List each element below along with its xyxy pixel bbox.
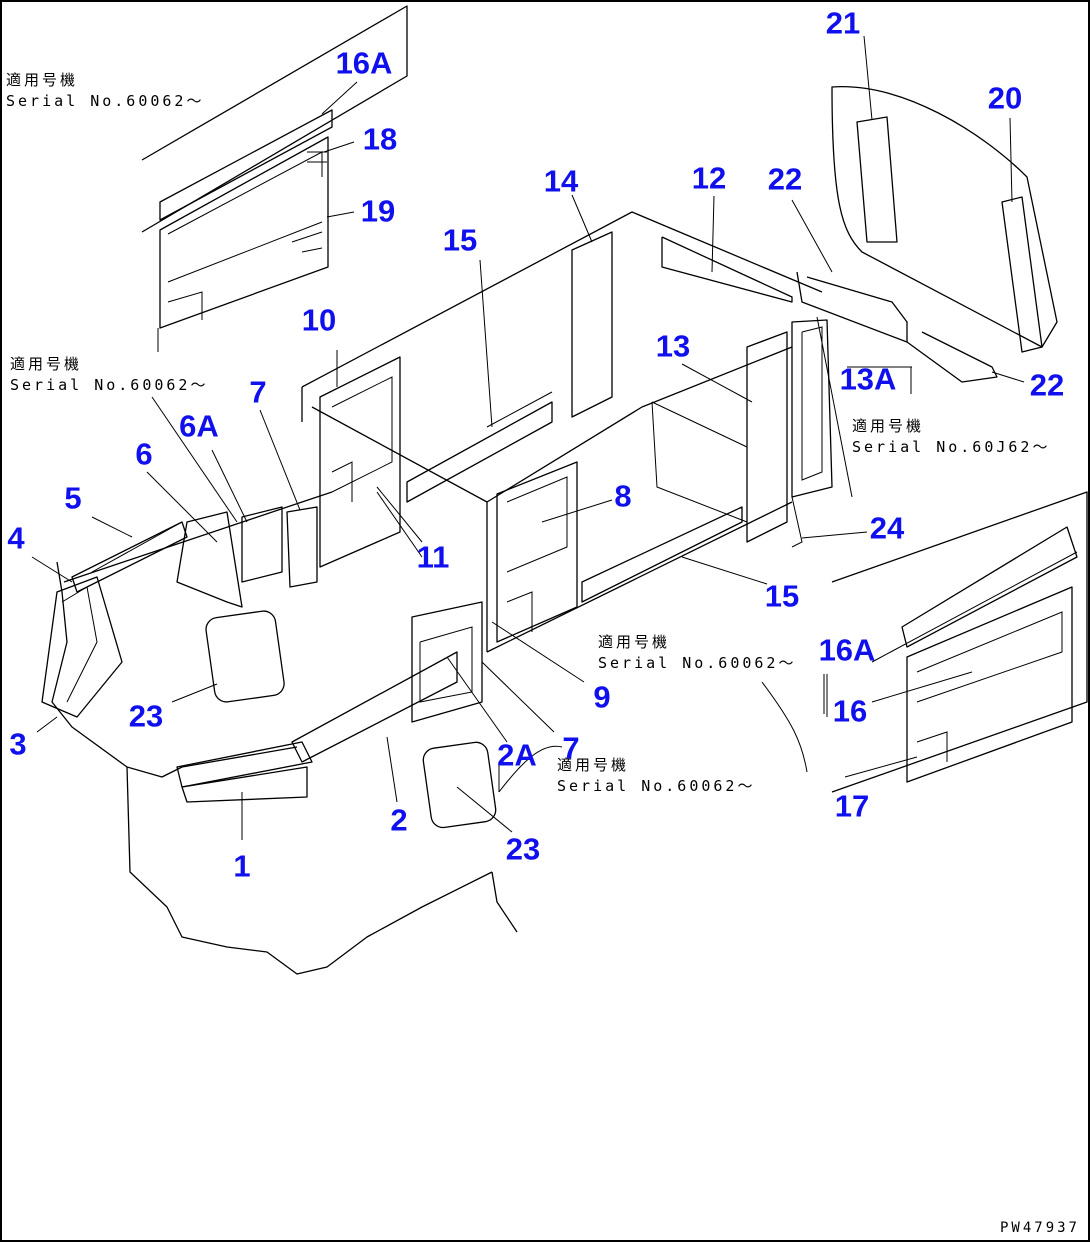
callout-22-lower: 22 <box>1029 367 1065 403</box>
note-jp: 適用号機 <box>10 355 83 373</box>
callout-2: 2 <box>390 802 408 838</box>
callout-6a: 6A <box>179 408 219 444</box>
note-serial: Serial No.60062～ <box>557 777 756 795</box>
callout-11: 11 <box>416 539 450 575</box>
serial-note-mid-left: 適用号機 Serial No.60062～ <box>10 354 208 396</box>
part-8 <box>496 461 578 643</box>
callout-14: 14 <box>543 163 579 199</box>
callout-9: 9 <box>593 679 611 715</box>
part-15-upper <box>406 401 553 503</box>
serial-note-bottom: 適用号機 Serial No.60062～ <box>557 755 755 797</box>
panel-group-top-left <box>141 5 408 352</box>
cab-rear-box <box>301 211 823 653</box>
callout-8: 8 <box>614 478 632 514</box>
callout-6: 6 <box>135 436 153 472</box>
note-jp: 適用号機 <box>6 71 79 89</box>
note-serial: Serial No.60062～ <box>598 654 797 672</box>
serial-note-center: 適用号機 Serial No.60062～ <box>598 632 796 674</box>
callout-13: 13 <box>655 328 691 364</box>
callout-23-right: 23 <box>505 831 541 867</box>
drawing-number: PW47937 <box>999 1220 1080 1236</box>
cab-floor <box>51 491 518 975</box>
note-jp: 適用号機 <box>598 633 671 651</box>
callout-21: 21 <box>825 5 861 41</box>
panel-20-21 <box>831 86 1058 353</box>
parts-3-4-5 <box>41 521 188 718</box>
callout-20: 20 <box>987 80 1023 116</box>
callout-2a: 2A <box>497 737 537 773</box>
callout-16a-top: 16A <box>335 45 393 81</box>
callout-22-upper: 22 <box>767 161 803 197</box>
leader-lines <box>31 35 1078 840</box>
note-serial: Serial No.60062～ <box>6 92 205 110</box>
callout-19: 19 <box>360 193 396 229</box>
callout-5: 5 <box>64 480 82 516</box>
callout-7-upper: 7 <box>249 374 267 410</box>
part-10 <box>319 356 423 568</box>
note-serial: Serial No.60062～ <box>10 376 209 394</box>
note-serial: Serial No.60J62～ <box>852 438 1051 456</box>
callout-17: 17 <box>834 788 870 824</box>
part-22 <box>796 271 998 383</box>
part-15-lower <box>581 506 743 603</box>
callout-4: 4 <box>7 520 25 556</box>
part-23-right <box>422 741 497 829</box>
part-23-left <box>205 610 285 703</box>
callout-3: 3 <box>9 726 27 762</box>
panel-group-bottom-right <box>826 491 1088 793</box>
callout-23-left: 23 <box>128 698 164 734</box>
callout-7-lower: 7 <box>562 730 580 766</box>
parts-6-7 <box>176 506 318 608</box>
serial-note-right: 適用号機 Serial No.60J62～ <box>852 416 1050 458</box>
callout-12: 12 <box>691 160 727 196</box>
part-12 <box>661 236 793 303</box>
serial-note-top-left: 適用号機 Serial No.60062～ <box>6 70 204 112</box>
callout-10: 10 <box>301 302 337 338</box>
callout-24: 24 <box>869 510 905 546</box>
callout-16a-bottom: 16A <box>818 632 876 668</box>
note-jp: 適用号機 <box>557 756 630 774</box>
callout-18: 18 <box>362 121 398 157</box>
part-13 <box>651 316 853 548</box>
callout-15-lower: 15 <box>764 578 800 614</box>
callout-13a: 13A <box>839 361 897 397</box>
callout-1: 1 <box>233 848 251 884</box>
part-14 <box>571 231 613 418</box>
note-jp: 適用号機 <box>852 417 925 435</box>
callout-15-upper: 15 <box>442 222 478 258</box>
callout-16: 16 <box>832 693 868 729</box>
